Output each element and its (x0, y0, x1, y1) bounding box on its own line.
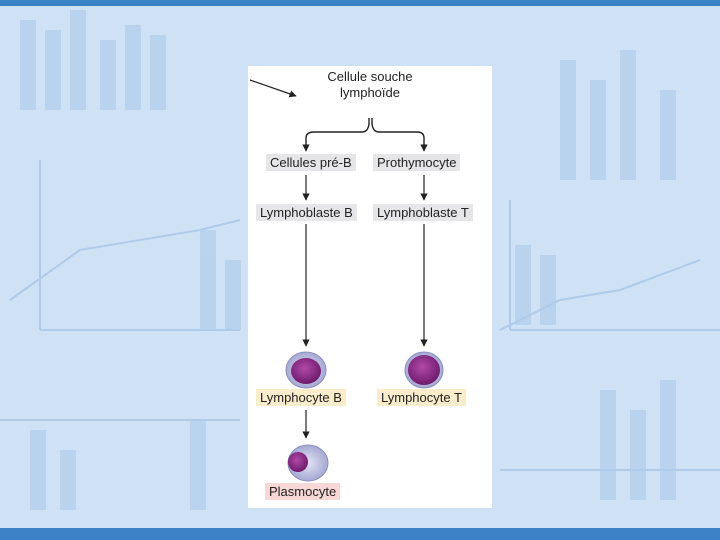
root-label-line1: Cellule souche (327, 69, 413, 84)
lymphocyte-b-label: Lymphocyte B (256, 389, 346, 406)
lymphoblast-t-label: Lymphoblaste T (373, 204, 473, 221)
diagram-panel (248, 66, 492, 508)
t-lymphocyte-cell (404, 351, 444, 389)
root-label-line2: lymphoïde (340, 85, 400, 100)
prothymocyte-label: Prothymocyte (373, 154, 461, 171)
plasmocyte-label: Plasmocyte (265, 483, 341, 500)
root-label: Cellule souche lymphoïde (300, 69, 440, 101)
split-brace (305, 118, 425, 150)
b-lymphocyte-cell (285, 351, 327, 389)
slide-top-bar (0, 0, 720, 6)
pointer-arrow (249, 79, 297, 98)
lymphoblast-b-label: Lymphoblaste B (256, 204, 357, 221)
plasma-cell (287, 444, 329, 482)
pre-b-label: Cellules pré-B (266, 154, 356, 171)
slide-bottom-bar (0, 528, 720, 540)
lymphocyte-t-label: Lymphocyte T (377, 389, 466, 406)
